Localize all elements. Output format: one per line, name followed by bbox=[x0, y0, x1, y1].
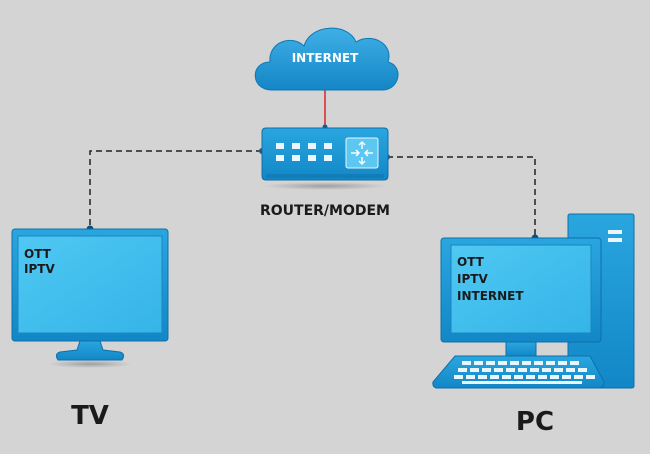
tv-service-ott: OTT bbox=[24, 247, 52, 261]
tv-label: TV bbox=[71, 401, 109, 431]
pc-service-internet: INTERNET bbox=[457, 289, 524, 303]
internet-label: INTERNET bbox=[292, 51, 359, 65]
pc-link-line bbox=[387, 156, 536, 238]
router-label: ROUTER/MODEM bbox=[260, 203, 390, 219]
ethernet-ports-icon bbox=[276, 143, 332, 161]
pc-label: PC bbox=[516, 407, 554, 437]
tv-screen bbox=[17, 235, 163, 334]
tv-stand bbox=[55, 340, 125, 361]
router: ROUTER/MODEM bbox=[260, 127, 390, 219]
pc-monitor-neck bbox=[505, 341, 537, 357]
keyboard-icon bbox=[432, 355, 605, 389]
pc-device: OTT IPTV INTERNET PC bbox=[432, 213, 635, 437]
pc-monitor-screen bbox=[450, 244, 592, 334]
tv-device: OTT IPTV TV bbox=[11, 228, 169, 431]
pc-service-iptv: IPTV bbox=[457, 272, 488, 286]
cloud-icon bbox=[254, 27, 399, 91]
tv-link-line bbox=[89, 150, 262, 229]
pc-service-ott: OTT bbox=[457, 255, 485, 269]
router-arrows-icon bbox=[345, 137, 379, 169]
tv-service-iptv: IPTV bbox=[24, 262, 55, 276]
internet-cloud: INTERNET bbox=[254, 27, 399, 91]
